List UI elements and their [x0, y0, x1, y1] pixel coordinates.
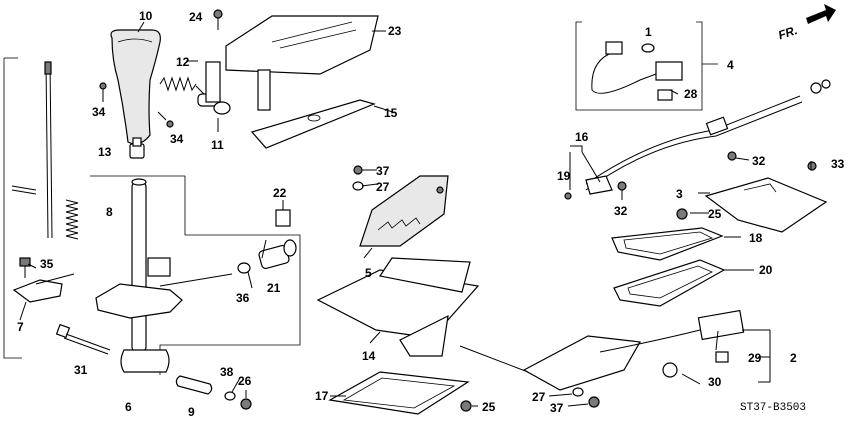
callout-32-upper: 32 — [752, 154, 766, 168]
cable-bolt-32-lower — [617, 181, 627, 191]
callout-3: 3 — [676, 187, 683, 201]
callout-34-lower: 34 — [170, 132, 184, 146]
callout-38: 38 — [220, 365, 234, 379]
callout-4: 4 — [727, 58, 734, 72]
callout-2: 2 — [790, 351, 797, 365]
nut-36 — [237, 262, 251, 274]
callout-15: 15 — [384, 106, 398, 120]
indicator-cover[interactable] — [205, 15, 379, 111]
callout-9: 9 — [188, 405, 195, 419]
solenoid-21 — [258, 239, 297, 270]
front-direction-arrow-icon — [806, 4, 836, 24]
cable-bolt-19 — [564, 192, 572, 200]
base-bracket — [316, 257, 480, 357]
callout-24: 24 — [189, 10, 203, 24]
diagram-code: ST37-B3503 — [740, 402, 806, 414]
long-bolt-31 — [55, 323, 111, 355]
callout-36: 36 — [236, 291, 250, 305]
harness-4 — [591, 41, 683, 94]
nut-37-upper — [353, 165, 363, 175]
leader-lines — [19, 30, 812, 407]
callout-18: 18 — [749, 231, 763, 245]
callout-27-upper: 27 — [376, 180, 390, 194]
callout-21: 21 — [267, 281, 281, 295]
callout-37-lower: 37 — [550, 401, 564, 415]
callout-32-lower: 32 — [614, 204, 628, 218]
clip-22 — [275, 200, 291, 227]
callout-34-upper: 34 — [92, 105, 106, 119]
callout-10: 10 — [139, 9, 153, 23]
nut-26 — [240, 398, 252, 410]
bolt-35 — [19, 257, 31, 278]
left-assembly-bracket — [3, 57, 301, 375]
callout-26: 26 — [238, 374, 252, 388]
callout-20: 20 — [759, 263, 773, 277]
cable-bolt-32-upper — [727, 151, 737, 161]
callout-30: 30 — [708, 375, 722, 389]
nut-37-lower — [588, 396, 600, 408]
callout-5: 5 — [365, 266, 372, 280]
callout-28: 28 — [684, 87, 698, 101]
callout-29: 29 — [748, 351, 762, 365]
callout-8: 8 — [106, 205, 113, 219]
washer-38 — [224, 391, 236, 401]
harness-box — [575, 21, 718, 111]
seal-18 — [611, 227, 724, 261]
callout-35: 35 — [40, 257, 54, 271]
nut-27-lower — [572, 387, 584, 397]
switch-harness — [522, 309, 745, 391]
cable-cover — [704, 177, 828, 233]
callout-12: 12 — [176, 55, 190, 69]
shift-rod — [11, 61, 53, 239]
seal-20 — [613, 259, 726, 307]
lever-bracket — [12, 273, 75, 303]
callout-16: 16 — [575, 130, 589, 144]
callout-33: 33 — [831, 157, 845, 171]
callout-19: 19 — [557, 169, 571, 183]
shift-lever[interactable] — [95, 178, 183, 373]
clip-28 — [657, 89, 673, 101]
callout-7: 7 — [17, 320, 24, 334]
washer-1 — [641, 43, 655, 53]
knob-spring — [159, 76, 205, 95]
nut-25-lower — [460, 400, 472, 412]
callout-6: 6 — [125, 400, 132, 414]
rod-spring — [65, 199, 79, 240]
callout-14: 14 — [362, 349, 376, 363]
callout-31: 31 — [74, 363, 88, 377]
washer-27-upper — [352, 181, 364, 191]
trim-plate — [250, 99, 376, 149]
screw-34-upper — [99, 82, 107, 102]
screw-34-lower — [157, 111, 174, 128]
nut-25-mid — [676, 208, 688, 220]
callout-numbers: 1 2 3 4 5 6 7 8 9 10 11 12 13 14 15 16 1… — [17, 9, 845, 419]
callout-25-lower: 25 — [482, 400, 496, 414]
callout-13: 13 — [98, 145, 112, 159]
collar — [175, 375, 213, 395]
gate-plate — [359, 175, 449, 247]
shift-knob[interactable] — [110, 29, 161, 145]
callout-23: 23 — [388, 24, 402, 38]
shift-cable — [585, 79, 831, 195]
callout-22: 22 — [273, 186, 287, 200]
callout-27-lower: 27 — [532, 390, 546, 404]
callout-37-upper: 37 — [376, 164, 390, 178]
clip-29 — [715, 351, 729, 363]
callout-1: 1 — [645, 25, 652, 39]
screw-24 — [213, 9, 223, 30]
front-direction-label: FR. — [776, 23, 799, 42]
knob-pin — [129, 137, 145, 159]
callout-17: 17 — [315, 389, 329, 403]
bolt-33 — [807, 161, 817, 171]
callout-25-mid: 25 — [708, 207, 722, 221]
gasket-17 — [328, 371, 470, 415]
callout-11: 11 — [211, 138, 224, 152]
